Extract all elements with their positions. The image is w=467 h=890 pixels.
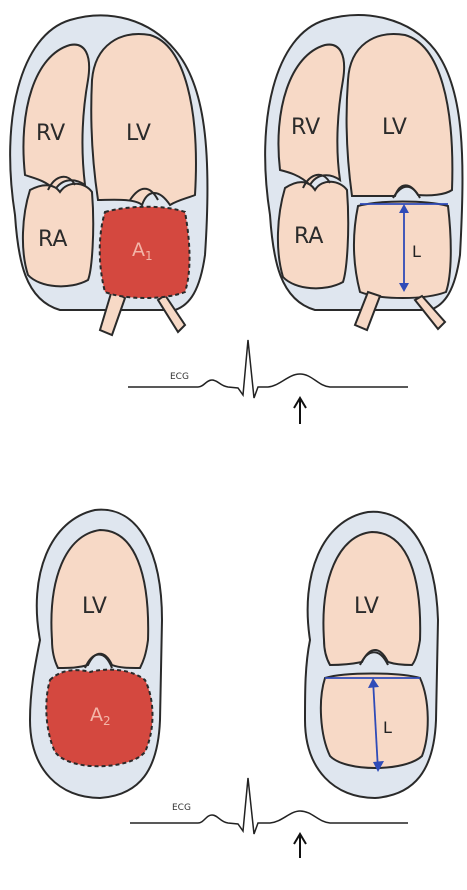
heart-top-right: RV LV RA L	[265, 15, 462, 330]
ecg-top: ECG	[128, 340, 408, 424]
heart-top-left: RV LV RA A1	[10, 15, 207, 335]
l-label: L	[412, 242, 421, 261]
ecg-arrow-up	[294, 834, 306, 858]
ra-label: RA	[38, 227, 67, 252]
heart-bottom-left: LV A2	[30, 510, 162, 798]
lv-label: LV	[354, 594, 379, 619]
ra-label: RA	[294, 224, 323, 249]
rv-label: RV	[291, 115, 320, 140]
ecg-trace	[128, 340, 408, 398]
rv-label: RV	[36, 121, 65, 146]
ecg-label: ECG	[172, 803, 191, 813]
ecg-label: ECG	[170, 372, 189, 382]
lv-label: LV	[82, 594, 107, 619]
ecg-arrow-up	[294, 398, 306, 424]
lv-label: LV	[126, 121, 151, 146]
heart-bottom-right: LV L	[305, 512, 438, 798]
lv-label: LV	[382, 115, 407, 140]
l-label: L	[383, 718, 392, 737]
